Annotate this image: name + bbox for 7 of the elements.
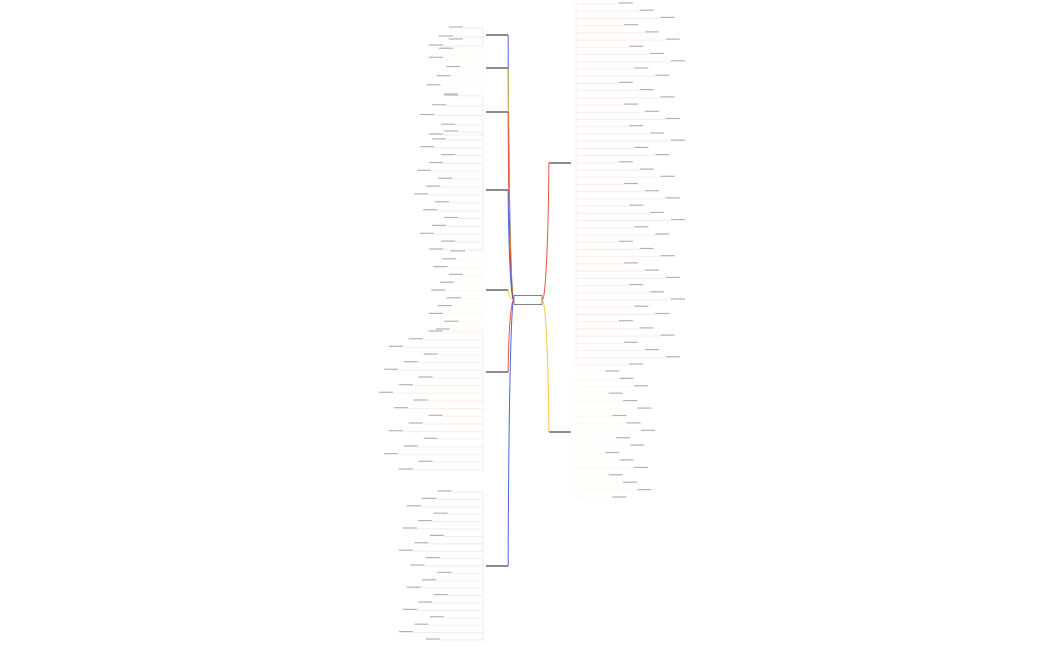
branch-line: [507, 289, 515, 301]
branch-line: [507, 299, 515, 373]
branch-line: [541, 299, 550, 433]
branch-line: [507, 189, 515, 301]
center-box: [513, 295, 543, 305]
branch-line: [541, 162, 550, 301]
branch-line: [507, 299, 515, 567]
